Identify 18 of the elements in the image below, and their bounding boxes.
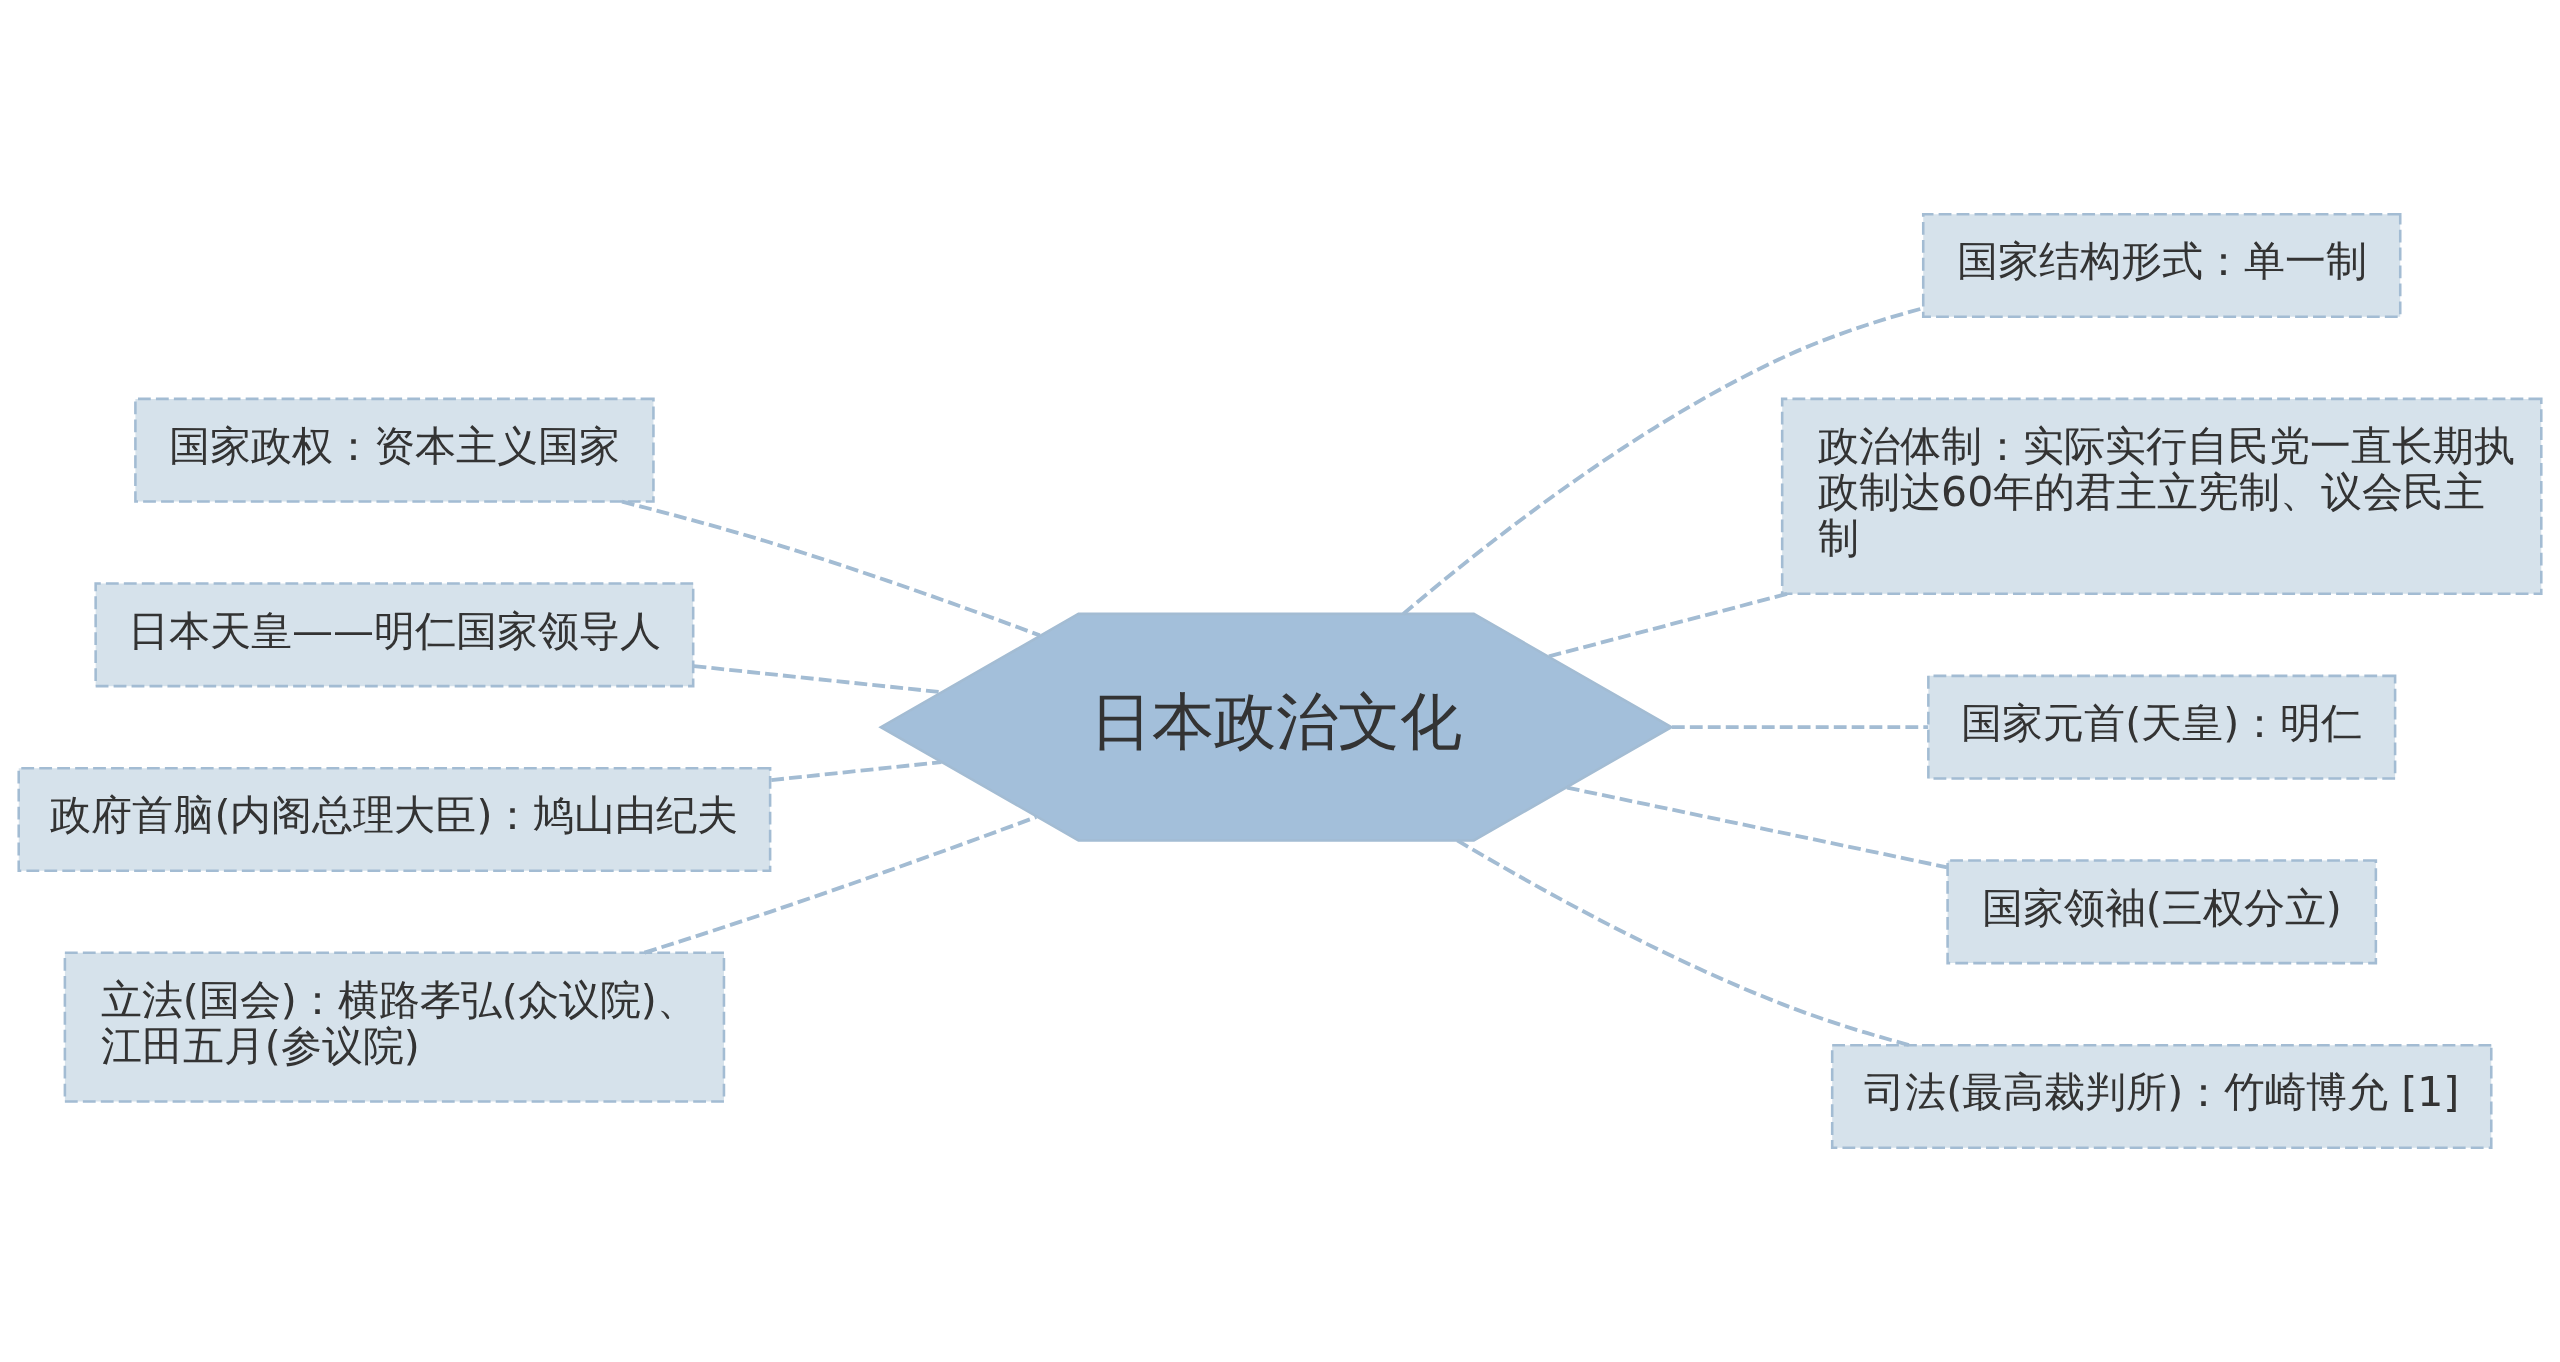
node-box: 司法(最高裁判所)：竹崎博允 [1] (1830, 1043, 2493, 1149)
connector (1456, 838, 1910, 1047)
connector (643, 815, 1037, 955)
connector (1671, 725, 1928, 730)
node-box: 国家元首(天皇)：明仁 (1927, 674, 2397, 780)
connector (771, 760, 942, 782)
node-box: 立法(国会)：横路孝弘(众议院)、江田五月(参议院) (63, 951, 726, 1103)
node-box: 日本天皇——明仁国家领导人 (94, 582, 695, 688)
node-box: 国家政权：资本主义国家 (134, 397, 655, 503)
connector (693, 664, 942, 695)
node-box: 国家领袖(三权分立) (1946, 859, 2378, 965)
node-box: 政治体制：实际实行自民党一直长期执政制达60年的君主立宪制、议会民主制 (1780, 397, 2543, 596)
node-box: 国家结构形式：单一制 (1921, 213, 2402, 319)
connector (1548, 591, 1788, 659)
connector (1566, 785, 1948, 870)
node-box: 政府首脑(内阁总理大臣)：鸠山由纪夫 (17, 766, 772, 873)
connector (1402, 306, 1924, 616)
connector (621, 499, 1041, 638)
